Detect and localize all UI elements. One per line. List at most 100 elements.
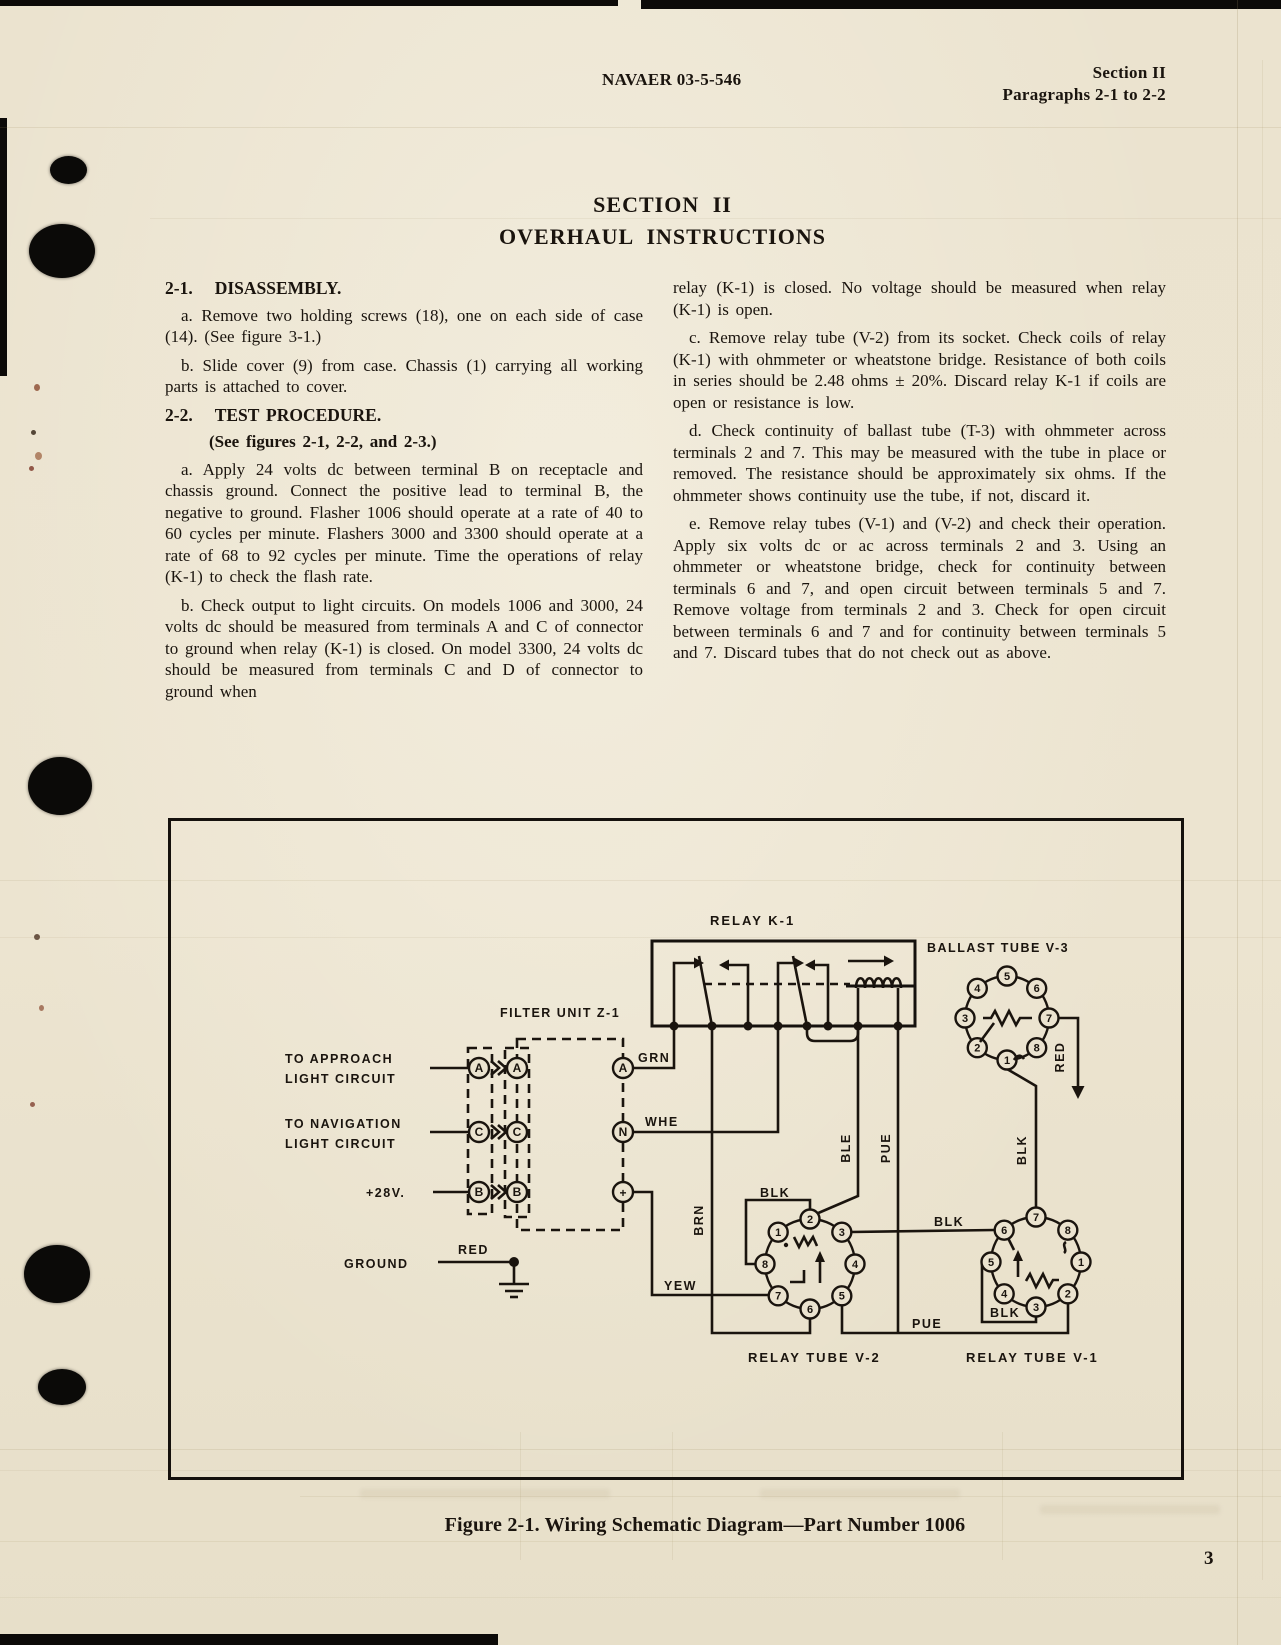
tube-pin [996,1049,1018,1071]
tube-pin-number: 1 [1078,1257,1084,1269]
connector-shell-left [466,1046,494,1216]
terminal-letter: A [475,1061,484,1075]
tube-pin-number: 3 [1033,1302,1039,1314]
plus28-label: +28V. [366,1186,405,1200]
terminal-letter: C [513,1125,522,1139]
punch-hole [24,1245,90,1303]
tube-pin [966,1036,989,1059]
tube-pin-number: 8 [762,1259,768,1271]
wire-blk-v1-loop [980,1262,1038,1324]
wire-blk-v2-loop [744,1198,812,1266]
tube-pin [1025,977,1048,1000]
tube-pin [754,1253,776,1275]
tube-pin-number: 2 [974,1042,980,1054]
wire-pue-bottom [840,1303,1070,1335]
paragraph: a. Remove two holding screws (18), one o… [165,305,643,347]
red-ground-label: RED [458,1243,489,1257]
tube-pin-number: 4 [1001,1289,1008,1301]
relay-u-link [805,1026,860,1043]
tube-pin [996,965,1018,987]
tube-pin [966,977,989,1000]
relay-blade-2 [791,955,809,1027]
bleed-line [0,1597,1281,1598]
ballast-label: BALLAST TUBE V-3 [927,941,1069,955]
punch-hole [29,224,95,278]
blk-link-label: BLK [934,1215,964,1229]
yew-label: YEW [664,1279,697,1293]
tube-pin [1057,1283,1079,1305]
paper-speck [34,384,40,391]
tube-pin [993,1283,1015,1305]
heading-title: DISASSEMBLY. [214,278,342,298]
terminal-letter: A [619,1061,628,1075]
tube-pin [767,1221,789,1243]
wire-grn [633,1026,676,1070]
heading-2-1: 2-1. DISASSEMBLY. [165,278,643,300]
tube-pin [1025,1296,1047,1318]
bleed-line [0,1470,1281,1471]
bleed-text-ghost [1040,1505,1220,1514]
relay-blade-1 [697,955,714,1027]
scan-edge-top-right [641,0,1281,9]
tube-pin-number: 4 [974,983,981,995]
header-right: Section II Paragraphs 2-1 to 2-2 [900,62,1166,106]
terminal-letter: C [475,1125,484,1139]
wires [430,1016,1085,1335]
relay-k1 [650,939,917,1043]
tube-pin-number: 2 [1065,1289,1071,1301]
page-number: 3 [1204,1548,1214,1569]
tube-pin-number: 3 [839,1227,845,1239]
wire-brn [710,1026,812,1335]
tube-pin [954,1007,976,1029]
v2-caption: RELAY TUBE V-2 [748,1350,881,1365]
whe-label: WHE [645,1115,679,1129]
ballast-inner [978,1008,1032,1061]
section-subtitle: OVERHAUL INSTRUCTIONS [499,224,826,249]
paragraph: b. Check output to light circuits. On mo… [165,595,643,701]
see-figures-note: (See figures 2-1, 2-2, and 2-3.) [209,432,437,451]
tube-pin-number: 7 [1046,1013,1052,1025]
bleed-line [0,937,1281,938]
tube-pin-number: 4 [852,1259,859,1271]
column-left: 2-1. DISASSEMBLY. a. Remove two holding … [165,277,643,709]
scan-edge-left [0,118,7,376]
page-edge-crease [1262,60,1263,1580]
v1-caption: RELAY TUBE V-1 [966,1350,1099,1365]
v1-inner [1006,1237,1067,1290]
bleed-line [672,1432,673,1560]
bleed-line [0,1541,1281,1542]
terminal-letter: N [619,1125,628,1139]
scan-edge-bottom [0,1634,498,1645]
column-right: relay (K-1) is closed. No voltage should… [673,277,1166,671]
blk-v1-label: BLK [990,1306,1020,1320]
tube-pin-number: 8 [1034,1042,1040,1054]
nav-label-1: TO NAVIGATION [285,1117,402,1131]
tube-pin-number: 7 [775,1291,781,1303]
bleed-line [0,1449,1281,1450]
terminal-letter: A [513,1061,522,1075]
tube-pin-number: 2 [807,1214,813,1226]
diagram-labels: RELAY K-1 BALLAST TUBE V-3 FILTER UNIT Z… [285,913,1099,1365]
heading-number: 2-2. [165,404,193,425]
tube-pin [767,1285,789,1307]
paragraph: b. Slide cover (9) from case. Chassis (1… [165,355,643,397]
tube-pin [799,1208,821,1230]
tube-pin-number: 3 [962,1013,968,1025]
wire-blk-link [850,1228,996,1234]
paragraphs-label: Paragraphs 2-1 to 2-2 [1002,85,1166,104]
tube-pin [799,1298,821,1320]
tube-pin-number: 6 [807,1304,813,1316]
tube-pin-number: 1 [1004,1055,1010,1067]
nav-label-2: LIGHT CIRCUIT [285,1137,396,1151]
paragraph: e. Remove relay tubes (V-1) and (V-2) an… [673,514,1166,662]
paragraph: c. Remove relay tube (V-2) from its sock… [673,328,1166,412]
bleed-line [150,218,1281,219]
ground-label: GROUND [344,1257,409,1271]
filter-label: FILTER UNIT Z-1 [500,1006,620,1020]
pue-bottom-label: PUE [912,1317,942,1331]
punch-hole [28,757,92,815]
tube-pin [831,1221,853,1243]
wire-red-ballast [1058,1016,1080,1086]
